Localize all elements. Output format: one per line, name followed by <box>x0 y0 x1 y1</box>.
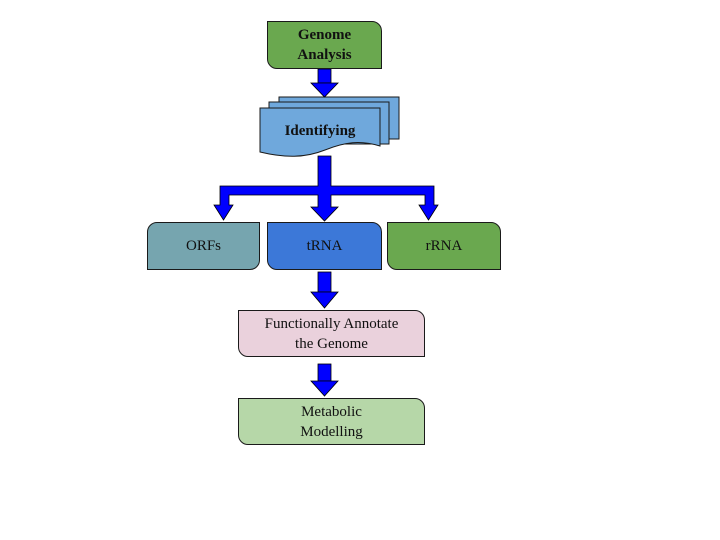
identifying-node-label: Identifying <box>284 122 356 139</box>
arrow-annotate-to-metabolic <box>310 363 339 397</box>
genome-analysis-node: Genome Analysis <box>267 21 382 69</box>
arrow-trna-to-annotate <box>310 271 339 309</box>
metabolic-modelling-node: Metabolic Modelling <box>238 398 425 445</box>
arrow-genome-to-identifying <box>310 68 339 98</box>
rrna-node: rRNA <box>387 222 501 270</box>
identifying-document-shape <box>259 96 400 157</box>
trna-node: tRNA <box>267 222 382 270</box>
document-front-sheet <box>259 107 381 157</box>
orfs-node: ORFs <box>147 222 260 270</box>
branch-connector <box>213 155 439 222</box>
functionally-annotate-node: Functionally Annotate the Genome <box>238 310 425 357</box>
